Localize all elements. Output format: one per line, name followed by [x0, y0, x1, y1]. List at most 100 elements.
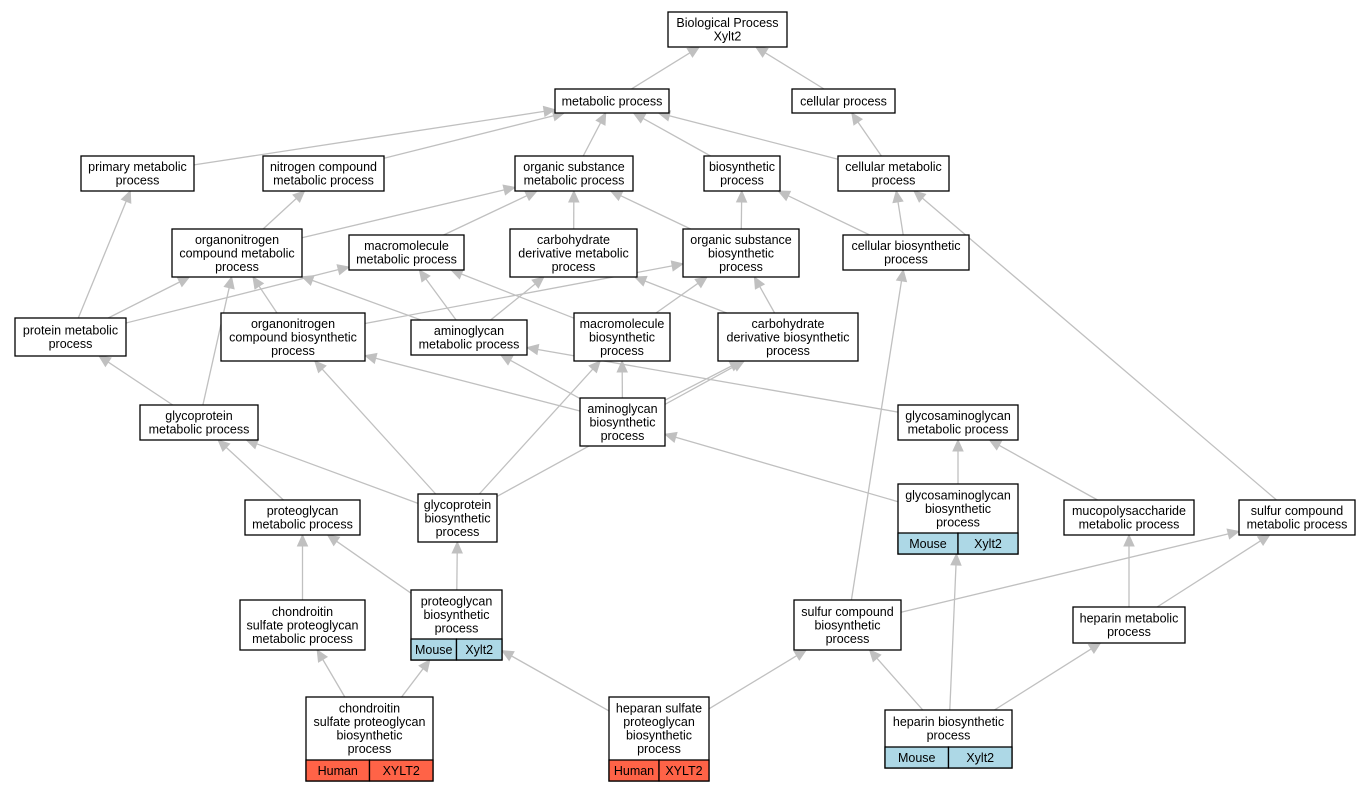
edge-macrobio-to-orgsubbio	[655, 276, 708, 314]
edge-arrowhead	[499, 354, 514, 366]
edge-line	[107, 281, 180, 319]
edge-line	[998, 444, 1098, 501]
edge-line	[876, 657, 924, 711]
node-label-line: aminoglycan	[587, 402, 657, 416]
edge-arrowhead	[292, 190, 306, 204]
edge-line	[900, 533, 1229, 613]
node-box	[262, 155, 385, 192]
edge-carbbio-to-orgsubbio	[753, 275, 776, 314]
edge-arrowhead	[609, 190, 624, 202]
edge-carbmet-to-orgsub	[568, 189, 580, 230]
node-box	[80, 155, 195, 192]
node-label-line: cellular biosynthetic	[851, 239, 960, 253]
node-box	[837, 155, 950, 192]
node-box	[842, 234, 970, 271]
edge-arrowhead	[252, 275, 265, 290]
edge-aminomet-to-macromet	[418, 269, 457, 321]
edge-hepmet-to-sulfmet	[1156, 534, 1271, 608]
node-label-line: process	[826, 632, 870, 646]
node-box	[1072, 606, 1186, 644]
edge-sulfmet-to-cellmet	[913, 190, 1277, 501]
node-label-line: carbohydrate	[537, 233, 610, 247]
edge-line	[850, 280, 903, 601]
node-label-line: process	[927, 729, 971, 743]
species-label: Mouse	[909, 537, 947, 551]
edge-line	[443, 195, 528, 236]
node-label-line: metabolic process	[252, 518, 353, 532]
node-box	[579, 397, 666, 447]
node-label-line: process	[884, 253, 928, 267]
go-term-node-metab[interactable]: metabolic process	[554, 88, 670, 114]
node-label-line: proteoglycan	[267, 504, 339, 518]
node-box	[244, 499, 361, 536]
go-term-node-cellproc[interactable]: cellular process	[791, 88, 896, 114]
species-cell: Mouse	[410, 638, 458, 661]
node-label-line: chondroitin	[339, 702, 400, 716]
edge-protmet-to-macromet	[125, 264, 351, 324]
node-label-line: process	[116, 174, 160, 188]
go-term-node-gagbio[interactable]: glycosaminoglycanbiosyntheticprocessMous…	[897, 483, 1019, 555]
edge-arrowhead	[326, 534, 341, 547]
node-label-line: biosynthetic	[589, 415, 655, 429]
node-label-line: biosynthetic	[925, 502, 991, 516]
edge-line	[857, 121, 882, 157]
node-label-line: process	[435, 621, 479, 635]
node-label-line: glycosaminoglycan	[905, 409, 1011, 423]
edge-line	[669, 115, 839, 160]
node-box	[682, 228, 800, 278]
edge-line	[401, 668, 424, 698]
node-box	[793, 599, 902, 651]
node-label-line: biosynthetic	[814, 618, 880, 632]
node-box	[348, 234, 465, 271]
edge-glycoprotmet-to-protmet	[98, 355, 174, 406]
gene-cell: XYLT2	[368, 759, 434, 782]
node-box	[171, 228, 303, 278]
edge-cspgbio-to-cspgmet	[316, 648, 346, 698]
edge-aminobio-to-macrobio	[616, 359, 628, 399]
edge-arrowhead	[694, 276, 708, 289]
node-label-line: process	[436, 525, 480, 539]
annotation-cell-bg	[368, 759, 434, 782]
node-label-line: mucopolysaccharide	[1072, 504, 1186, 518]
edge-glycoprotbio-to-macrobio	[478, 360, 602, 495]
edge-line	[582, 122, 602, 157]
edges-layer	[77, 46, 1277, 712]
edge-cellmet-to-metab	[657, 110, 839, 160]
edge-hspgbio-to-pgbio	[500, 650, 610, 712]
go-term-node-hspgbio[interactable]: heparan sulfateproteoglycanbiosyntheticp…	[608, 696, 710, 782]
node-label-line: sulfate proteoglycan	[247, 618, 359, 632]
node-label-line: heparan sulfate	[616, 702, 702, 716]
node-box	[573, 312, 671, 362]
gene-cell: Xylt2	[957, 532, 1019, 555]
edge-orgsub-to-metab	[582, 111, 607, 157]
